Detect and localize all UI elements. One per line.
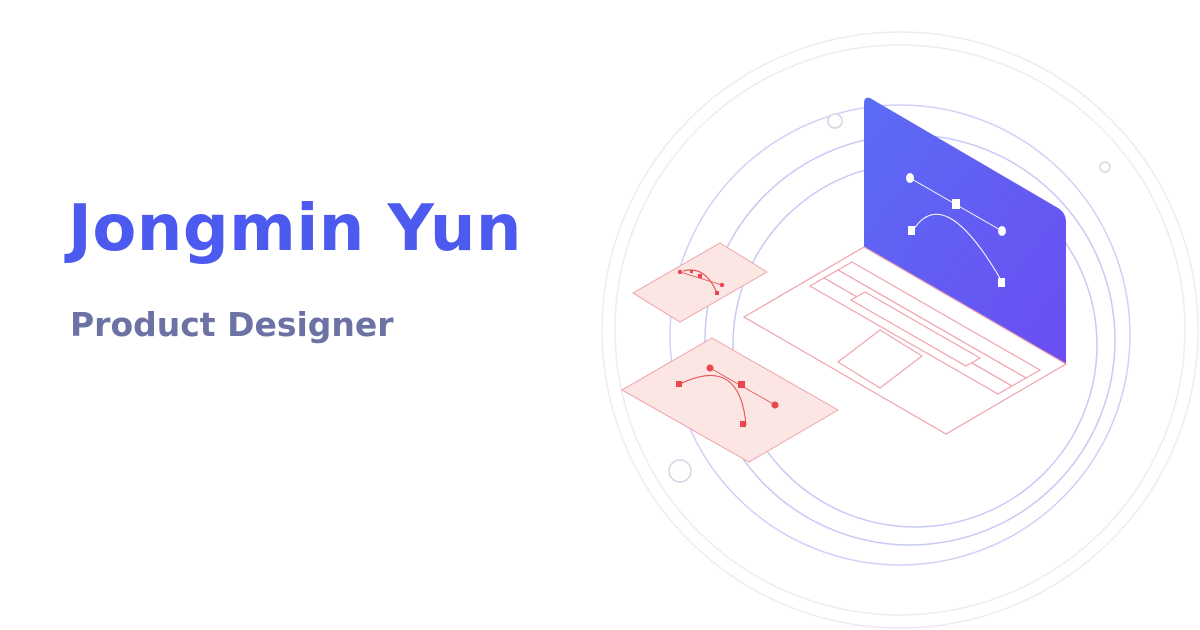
orbit-dot [668, 459, 692, 483]
laptop-screen [864, 97, 1066, 364]
laptop-base [742, 246, 1068, 435]
orbit-ring [614, 44, 1186, 616]
orbit-dot [1099, 161, 1111, 173]
card-bezier-curve-icon [679, 375, 747, 426]
orbit-ring [669, 104, 1131, 566]
design-card-small [632, 242, 768, 323]
profile-name: Jongmin Yun [68, 192, 522, 266]
orbit-dot [827, 113, 843, 129]
orbit-ring [601, 31, 1199, 629]
profile-title: Product Designer [70, 305, 394, 344]
screen-bezier-curve-icon [911, 213, 1002, 281]
orbit-rings [601, 31, 1199, 629]
card-bezier-curve-icon [682, 269, 718, 294]
design-card-large [620, 337, 839, 463]
